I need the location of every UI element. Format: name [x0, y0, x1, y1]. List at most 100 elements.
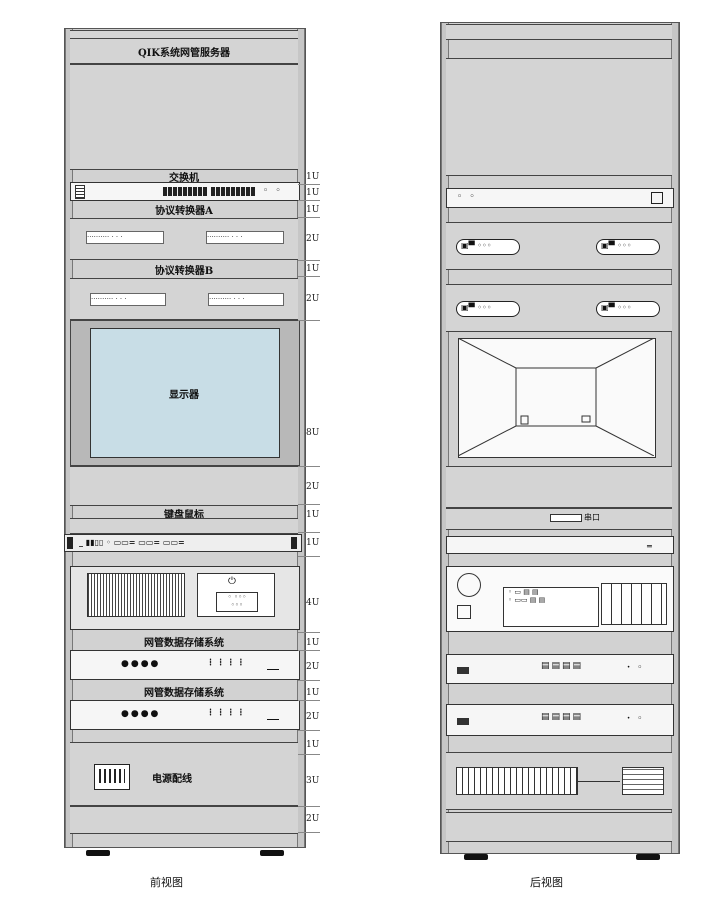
monitor-label: 显示器 [169, 390, 199, 401]
storage-2-unit: ●●●● ⁞ ⁞ ⁞ ⁞ [70, 700, 300, 730]
u-mark-18: 2U [306, 814, 320, 824]
u-tick [298, 504, 320, 505]
back-converter-a-module-2: ▣▀ ◦◦◦ [596, 239, 660, 255]
u-mark-6: 2U [306, 294, 320, 304]
u-tick [298, 832, 320, 833]
computer-drive-panel: ⏻ ◦ ◦◦◦◦◦◦ [197, 573, 275, 617]
converter-b-label: 协议转换器B [154, 266, 214, 277]
back-psu-socket [457, 605, 471, 619]
back-terminal-strip [456, 767, 578, 795]
computer-4u-unit: ⏻ ◦ ◦◦◦◦◦◦ [70, 566, 300, 630]
switch-port-block-1 [163, 187, 207, 196]
storage-1-ports: ⁞ ⁞ ⁞ ⁞ [209, 658, 245, 668]
storage-2-label: 网管数据存储系统 [144, 688, 224, 699]
computer-power-icon: ⏻ [228, 576, 236, 587]
back-serial-label: 串口 [584, 513, 600, 522]
computer-front-grille [87, 573, 185, 617]
converter-a-slot-2: ·········· · · · [206, 231, 284, 244]
storage-2-leds: ●●●● [121, 709, 161, 719]
kvm-ports: _ ▮▮▯▯ ◦ ▭▭= ▭▭= ▭▭= [79, 537, 185, 547]
storage-2-slot [267, 719, 279, 720]
u-mark-15: 2U [306, 712, 320, 722]
switch-label: 交换机 [169, 173, 199, 184]
u-mark-17: 3U [306, 776, 320, 786]
kvm-right-handle [291, 537, 297, 549]
back-converter-b-module-1: ▣▀ ◦◦◦ [456, 301, 520, 317]
monitor-blank-panel [70, 466, 298, 506]
converter-b-slot-1: ·········· · · · [90, 293, 166, 306]
back-converter-a-bay: ▣▀ ◦◦◦ ▣▀ ◦◦◦ [446, 222, 672, 270]
back-storage-1-psu [457, 667, 469, 674]
converter-b-slot-2: ·········· · · · [208, 293, 284, 306]
storage-1-slot [267, 669, 279, 670]
back-right-foot [636, 854, 660, 860]
back-serial-port [550, 514, 582, 522]
u-tick [298, 806, 320, 807]
back-storage-1-leds: · ◦ [627, 663, 645, 673]
u-mark-1: 1U [306, 172, 320, 182]
storage-1-leds: ●●●● [121, 659, 161, 669]
back-server-blank [446, 58, 672, 176]
u-mark-7: 8U [306, 428, 320, 438]
back-storage-2-psu [457, 718, 469, 725]
back-storage-2-leds: · ◦ [627, 714, 645, 724]
converter-a-label: 协议转换器A [155, 206, 213, 217]
back-kvm-unit: ═ [446, 536, 674, 554]
back-storage-1-ports: ▤▤▤▤ [541, 661, 584, 671]
u-tick [298, 184, 320, 185]
storage-1-label: 网管数据存储系统 [144, 638, 224, 649]
back-switch-leds: ◦ ◦ [457, 192, 477, 202]
u-mark-13: 2U [306, 662, 320, 672]
u-mark-3: 1U [306, 205, 320, 215]
u-mark-11: 4U [306, 598, 320, 608]
back-left-rail [441, 23, 449, 853]
switch-port-block-2 [211, 187, 255, 196]
keyboard-label: 键盘鼠标 [164, 510, 204, 521]
keyboard-tray [70, 518, 298, 534]
back-converter-b-module-2: ▣▀ ◦◦◦ [596, 301, 660, 317]
back-converter-a-module-1: ▣▀ ◦◦◦ [456, 239, 520, 255]
back-kvm-port: ═ [647, 542, 652, 551]
power-label: 电源配线 [152, 774, 192, 785]
back-switch-unit: ◦ ◦ [446, 188, 674, 208]
back-right-rail [671, 23, 679, 853]
u-mark-2: 1U [306, 188, 320, 198]
u-mark-12: 1U [306, 638, 320, 648]
u-mark-8: 2U [306, 482, 320, 492]
back-terminal-block [622, 767, 664, 795]
storage-2-ports: ⁞ ⁞ ⁞ ⁞ [209, 708, 245, 718]
u-mark-9: 1U [306, 510, 320, 520]
switch-unit: ◦ ◦ [70, 182, 300, 201]
kvm-unit: _ ▮▮▯▯ ◦ ▭▭= ▭▭= ▭▭= [64, 534, 302, 552]
u-tick [298, 556, 320, 557]
back-monitor-blank [446, 466, 672, 508]
back-top-cap [446, 24, 672, 40]
converter-a-slot-1: ·········· · · · [86, 231, 164, 244]
u-tick [298, 680, 320, 681]
front-view-caption: 前视图 [150, 876, 183, 889]
back-storage-2-ports: ▤▤▤▤ [541, 712, 584, 722]
u-tick [298, 217, 320, 218]
converter-b-bay: ·········· · · · ·········· · · · [70, 278, 298, 320]
u-tick [298, 754, 320, 755]
front-bottom-blank [70, 806, 298, 834]
back-switch-power-icon [651, 192, 663, 204]
power-breaker-icon [94, 764, 130, 790]
u-tick [298, 650, 320, 651]
u-tick [298, 276, 320, 277]
back-monitor-perspective [458, 338, 654, 456]
computer-drive-slot: ◦ ◦◦◦◦◦◦ [216, 592, 258, 612]
storage-1-unit: ●●●● ⁞ ⁞ ⁞ ⁞ [70, 650, 300, 680]
u-tick [298, 260, 320, 261]
u-tick [298, 200, 320, 201]
u-tick [298, 320, 320, 321]
u-mark-5: 1U [306, 264, 320, 274]
u-mark-4: 2U [306, 234, 320, 244]
u-mark-16: 1U [306, 740, 320, 750]
converter-a-bay: ·········· · · · ·········· · · · [70, 218, 298, 260]
server-label: QIK系统网管服务器 [137, 48, 231, 59]
u-mark-10: 1U [306, 538, 320, 548]
back-keyboard-bay: 串口 [446, 508, 672, 530]
back-storage-2-unit: ▤▤▤▤ · ◦ [446, 704, 674, 736]
u-tick [298, 532, 320, 533]
